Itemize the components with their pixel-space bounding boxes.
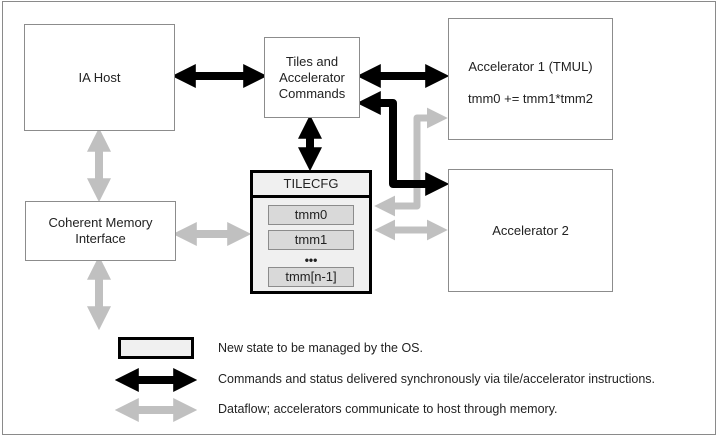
ia-host-label: IA Host	[78, 69, 121, 85]
register-ellipsis: •••	[304, 253, 318, 267]
accelerator2-box: Accelerator 2	[448, 169, 613, 292]
tiles-commands-label-3: Commands	[278, 85, 346, 101]
tile-register: tmm1	[268, 230, 354, 250]
legend-command-label: Commands and status delivered synchronou…	[218, 372, 656, 386]
tiles-commands-label-2: Accelerator	[279, 69, 345, 85]
accelerator1-title: Accelerator 1 (TMUL)	[468, 59, 593, 74]
accelerator1-formula: tmm0 += tmm1*tmm2	[468, 91, 593, 106]
coherent-memory-label-2: Interface	[75, 231, 126, 246]
arrow-tiles-accel2	[356, 91, 450, 196]
legend-dataflow-label: Dataflow; accelerators communicate to ho…	[218, 402, 558, 416]
tiles-commands-label-1: Tiles and	[285, 53, 339, 69]
legend-state-box-icon	[118, 337, 194, 359]
tilecfg-header: TILECFG	[253, 173, 369, 198]
tilecfg-block: TILECFG tmm0 tmm1 ••• tmm[n-1]	[250, 170, 372, 294]
legend-state-label: New state to be managed by the OS.	[218, 341, 423, 355]
accelerator1-box: Accelerator 1 (TMUL) tmm0 += tmm1*tmm2	[448, 18, 613, 140]
tile-register: tmm[n-1]	[268, 267, 354, 287]
ia-host-box: IA Host	[24, 24, 175, 131]
coherent-memory-label-1: Coherent Memory	[48, 215, 153, 230]
tile-register: tmm0	[268, 205, 354, 225]
tiles-commands-box: Tiles and Accelerator Commands	[264, 37, 360, 118]
accelerator2-label: Accelerator 2	[492, 222, 569, 238]
coherent-memory-box: Coherent Memory Interface	[25, 201, 176, 261]
